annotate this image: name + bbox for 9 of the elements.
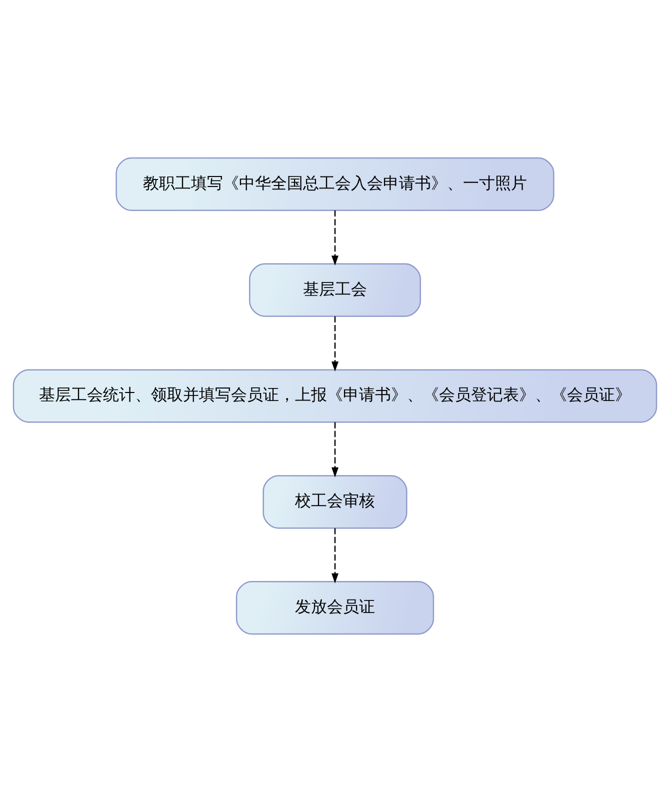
arrow <box>332 422 338 477</box>
node-box: 基层工会 <box>249 262 421 316</box>
arrow <box>332 210 338 266</box>
node-box: 基层工会统计、领取并填写会员证，上报《申请书》、《会员登记表》、《会员证》 <box>12 368 658 422</box>
arrow <box>332 528 338 583</box>
arrow <box>332 316 338 371</box>
node-box: 发放会员证 <box>236 580 434 634</box>
node-box: 校工会审核 <box>262 474 408 528</box>
node-box: 教职工填写《中华全国总工会入会申请书》、一寸照片 <box>116 156 554 210</box>
